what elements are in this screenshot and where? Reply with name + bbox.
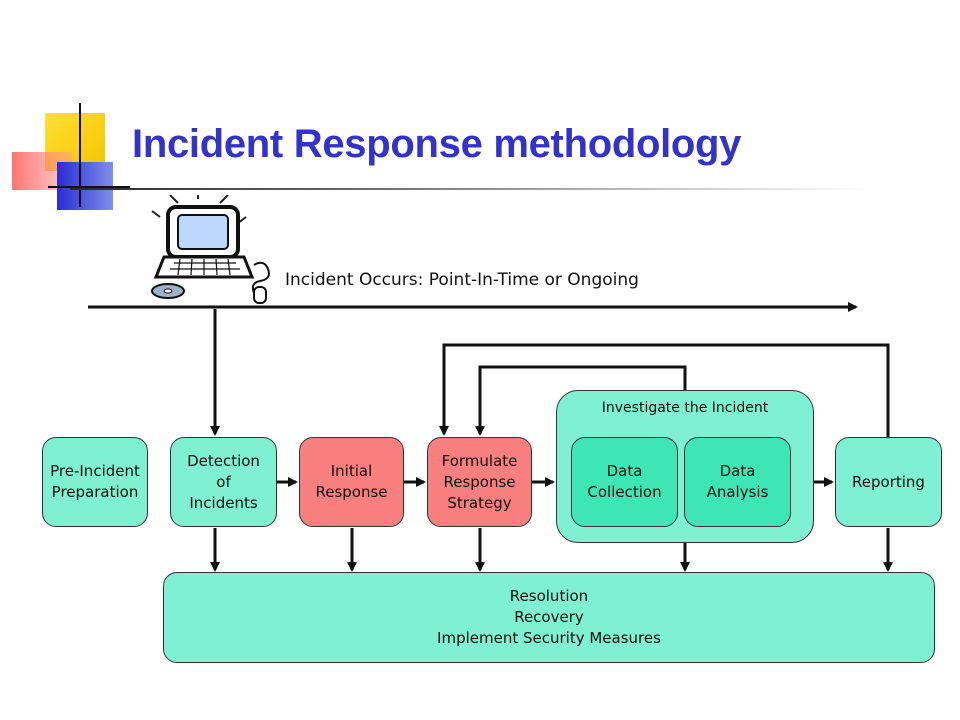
- data-collection-box: Data Collection: [571, 437, 678, 527]
- corner-squares-icon: [0, 95, 140, 215]
- initial-response-label: Initial Response: [315, 462, 388, 501]
- resolution-box: Resolution Recovery Implement Security M…: [163, 572, 935, 663]
- formulate-strategy-label: Formulate Response Strategy: [441, 451, 518, 512]
- pre-incident-preparation-box: Pre-Incident Preparation: [42, 437, 148, 527]
- initial-response-box: Initial Response: [299, 437, 404, 527]
- timeline-label: Incident Occurs: Point-In-Time or Ongoin…: [285, 270, 639, 290]
- data-analysis-box: Data Analysis: [684, 437, 791, 527]
- detection-box: Detection of Incidents: [170, 437, 277, 527]
- title-underline: [70, 188, 870, 190]
- feedback-loop-investigate: [475, 365, 687, 436]
- data-analysis-label: Data Analysis: [706, 462, 769, 501]
- resolution-label: Resolution Recovery Implement Security M…: [437, 587, 661, 647]
- investigate-title: Investigate the Incident: [601, 400, 769, 416]
- formulate-strategy-box: Formulate Response Strategy: [427, 437, 532, 527]
- page-title: Incident Response methodology: [132, 122, 742, 166]
- detection-label: Detection of Incidents: [187, 451, 260, 512]
- computer-icon: [150, 191, 275, 305]
- reporting-box: Reporting: [835, 437, 942, 527]
- reporting-label: Reporting: [852, 472, 925, 491]
- feedback-loop-reporting: [439, 343, 890, 437]
- data-collection-label: Data Collection: [587, 462, 662, 501]
- pre-incident-label: Pre-Incident Preparation: [50, 462, 140, 501]
